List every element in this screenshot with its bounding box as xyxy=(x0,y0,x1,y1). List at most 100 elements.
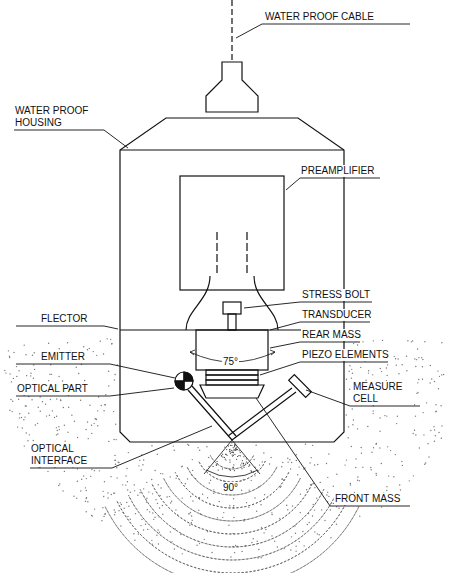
stipple-dot xyxy=(386,367,387,368)
stipple-dot xyxy=(48,343,49,344)
stipple-dot xyxy=(402,465,403,466)
stipple-dot xyxy=(26,432,27,433)
stipple-dot xyxy=(256,510,257,511)
stipple-dot xyxy=(127,481,128,482)
beam-dot xyxy=(232,452,233,453)
stipple-dot xyxy=(88,438,89,439)
stipple-dot xyxy=(187,478,188,479)
stipple-dot xyxy=(118,510,119,511)
stipple-dot xyxy=(271,512,272,513)
stipple-dot xyxy=(269,463,270,464)
stipple-dot xyxy=(198,509,199,510)
stipple-dot xyxy=(386,486,387,487)
stipple-dot xyxy=(114,374,115,375)
stipple-dot xyxy=(93,423,94,424)
beam-dot xyxy=(231,445,232,446)
stipple-dot xyxy=(318,534,319,535)
stipple-dot xyxy=(281,478,282,479)
stipple-dot xyxy=(423,412,424,413)
stipple-dot xyxy=(320,482,321,483)
beam-dot xyxy=(235,448,236,449)
stipple-dot xyxy=(314,509,315,510)
stipple-dot xyxy=(38,407,39,408)
stipple-dot xyxy=(78,373,79,374)
stipple-dot xyxy=(157,503,158,504)
stipple-dot xyxy=(89,405,90,406)
stipple-dot xyxy=(99,470,100,471)
stipple-dot xyxy=(241,551,242,552)
stipple-dot xyxy=(418,379,419,380)
stipple-dot xyxy=(412,433,413,434)
stipple-dot xyxy=(396,423,397,424)
stipple-dot xyxy=(196,545,197,546)
stipple-dot xyxy=(349,365,350,366)
stipple-dot xyxy=(434,381,435,382)
beam-dot xyxy=(235,449,236,450)
stipple-dot xyxy=(348,426,349,427)
stipple-dot xyxy=(290,549,291,550)
piezo-element xyxy=(206,380,258,385)
stipple-dot xyxy=(412,340,413,341)
part-label: OPTICAL INTERFACE xyxy=(30,443,112,467)
beam-dot xyxy=(233,467,234,468)
stipple-dot xyxy=(9,355,10,356)
stipple-dot xyxy=(330,509,331,510)
stipple-dot xyxy=(436,410,437,411)
stipple-dot xyxy=(76,498,77,499)
stress-bolt-shank xyxy=(228,314,236,330)
stipple-dot xyxy=(11,411,12,412)
cable-line xyxy=(231,0,232,62)
stipple-dot xyxy=(11,381,12,382)
stipple-dot xyxy=(17,426,18,427)
beam-dot xyxy=(243,463,244,464)
stipple-dot xyxy=(148,491,149,492)
stipple-dot xyxy=(427,443,428,444)
beam-dot xyxy=(224,457,225,458)
stipple-dot xyxy=(90,476,91,477)
emitter-cross xyxy=(183,372,184,390)
beam-dot xyxy=(226,454,227,455)
stipple-dot xyxy=(401,364,402,365)
stipple-dot xyxy=(352,424,353,425)
stipple-dot xyxy=(5,372,6,373)
stipple-dot xyxy=(314,464,315,465)
stipple-dot xyxy=(92,515,93,516)
stipple-dot xyxy=(207,531,208,532)
stipple-dot xyxy=(280,487,281,488)
arrow-tick xyxy=(190,350,275,355)
stipple-dot xyxy=(264,494,265,495)
stipple-dot xyxy=(59,348,60,349)
stipple-dot xyxy=(166,496,167,497)
stipple-dot xyxy=(437,370,438,371)
part-label: EMITTER xyxy=(40,351,86,363)
beam-dot xyxy=(217,461,218,462)
stipple-dot xyxy=(18,399,19,400)
stipple-dot xyxy=(160,487,161,488)
stipple-dot xyxy=(287,458,288,459)
stipple-dot xyxy=(259,464,260,465)
stipple-dot xyxy=(312,445,313,446)
angle-arc xyxy=(206,470,258,477)
beam-dot xyxy=(225,459,226,460)
stipple-dot xyxy=(291,462,292,463)
leaders xyxy=(14,24,420,506)
stipple-dot xyxy=(94,508,95,509)
stipple-dot xyxy=(51,374,52,375)
stipple-dot xyxy=(140,469,141,470)
cable-gland xyxy=(206,62,258,112)
leader-line xyxy=(236,24,410,38)
stipple-dot xyxy=(251,542,252,543)
stipple-dot xyxy=(422,366,423,367)
stipple-dot xyxy=(22,427,23,428)
stipple-dot xyxy=(102,507,103,508)
beam-dot xyxy=(226,449,227,450)
stipple-dot xyxy=(18,370,19,371)
beam-dot xyxy=(238,455,239,456)
stipple-dot xyxy=(192,470,193,471)
stipple-dot xyxy=(254,497,255,498)
stipple-dot xyxy=(414,430,415,431)
stipple-dot xyxy=(146,482,147,483)
stipple-dot xyxy=(435,411,436,412)
stipple-dot xyxy=(210,480,211,481)
transducer-shell xyxy=(186,276,210,330)
